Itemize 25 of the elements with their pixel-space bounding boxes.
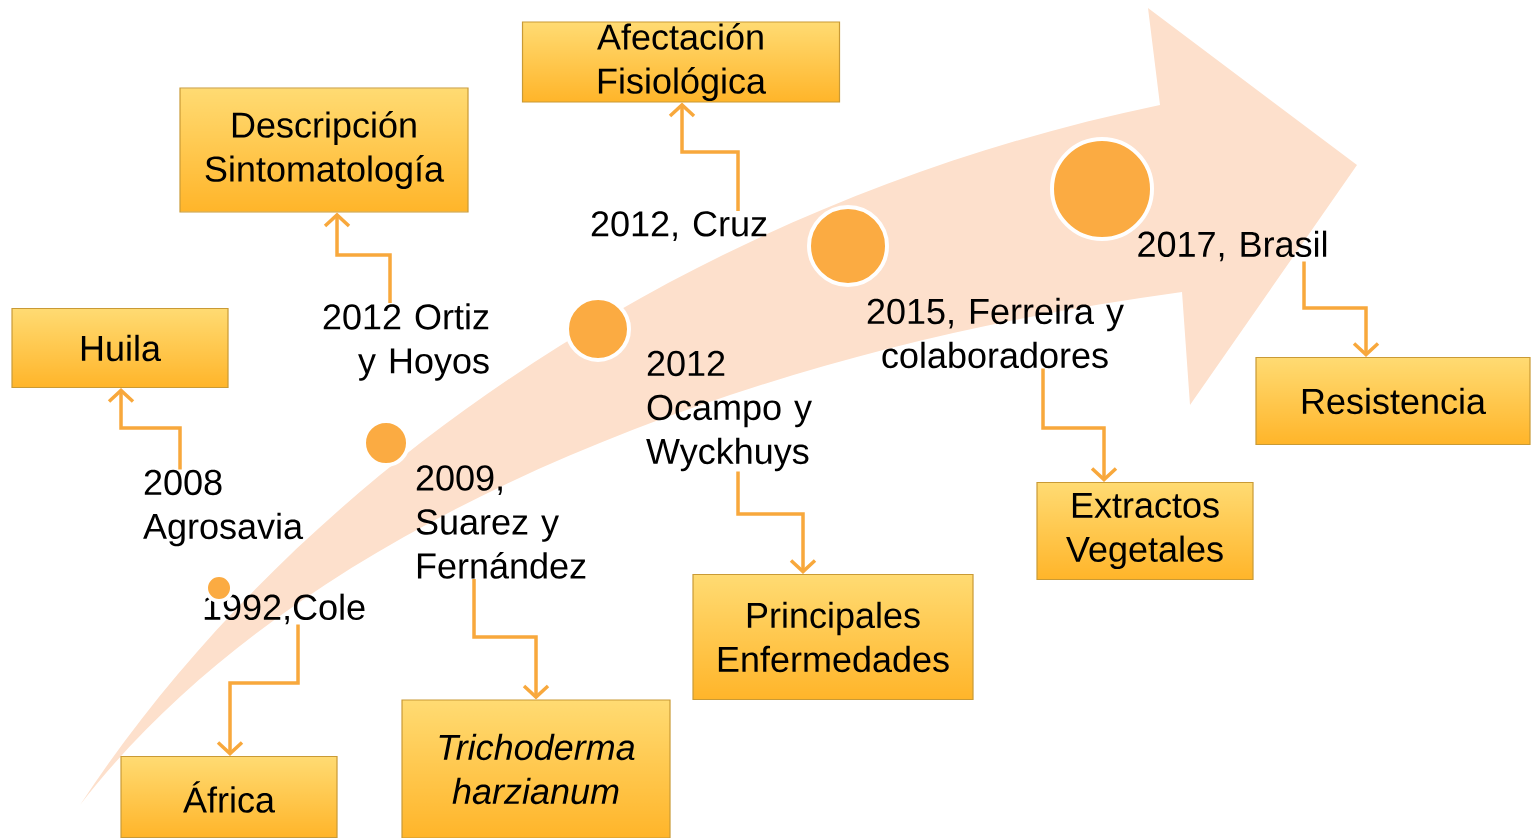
elbow-arrow [1302,261,1380,357]
elbow-arrow [1041,368,1118,482]
topic-box: Extractos Vegetales [1036,481,1254,581]
topic-box: Afectación Fisiológica [521,21,841,103]
year-author-label: 2017, Brasil [1138,230,1327,262]
timeline-dot [807,205,889,287]
year-author-label: 2015, Ferreira y colaboradores [867,297,1124,369]
topic-box: Descripción Sintomatología [179,87,469,213]
topic-box: Principales Enfermedades [692,573,974,701]
elbow-arrow [216,624,300,756]
year-author-label: 2012 Ocampo y Wyckhuys [646,350,812,472]
topic-box: Huila [11,307,229,389]
elbow-arrow [107,388,182,470]
year-author-label: 2009, Suarez y Fernández [416,465,586,579]
topic-box: África [120,755,338,838]
year-author-label: 2012, Cruz [591,211,767,241]
elbow-arrow [736,471,817,574]
year-author-label: 1992,Cole [204,593,365,625]
topic-box: Trichoderma harzianum [401,699,671,838]
year-author-label: 2012 Ortiz y Hoyos [323,303,489,381]
elbow-arrow [472,578,550,700]
elbow-arrow [668,102,740,211]
topic-box: Resistencia [1255,356,1531,446]
elbow-arrow [323,212,392,303]
year-author-label: 2008 Agrosavia [143,469,304,547]
